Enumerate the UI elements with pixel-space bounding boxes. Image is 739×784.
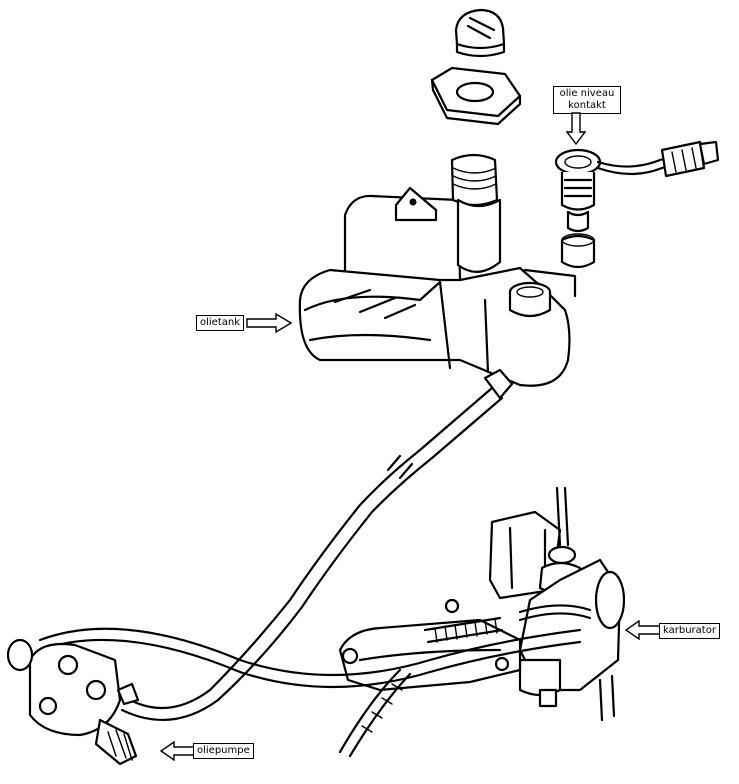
oil-tank-arrow-icon bbox=[246, 313, 292, 333]
carburetor-label: karburator bbox=[659, 623, 720, 639]
oil-pump bbox=[6, 638, 140, 766]
cap-gasket bbox=[430, 66, 522, 126]
oil-pump-arrow-icon bbox=[160, 741, 196, 761]
carburetor-assembly bbox=[338, 486, 626, 758]
oil-level-sensor bbox=[554, 140, 720, 269]
oil-tank bbox=[298, 153, 577, 400]
carburetor-arrow-icon bbox=[625, 620, 661, 640]
oil-pump-label: oliepumpe bbox=[193, 743, 254, 759]
filler-cap bbox=[454, 8, 506, 58]
oil-level-contact-label-line-1: olie niveau bbox=[559, 88, 615, 99]
oil-tank-label: olietank bbox=[196, 315, 245, 331]
oil-level-contact-arrow-icon bbox=[566, 112, 586, 146]
pump-to-carb-line bbox=[38, 627, 582, 689]
oil-level-contact-label: olie niveau kontakt bbox=[553, 86, 621, 114]
oil-hose bbox=[120, 386, 504, 721]
oil-level-contact-label-line-2: kontakt bbox=[568, 100, 606, 111]
